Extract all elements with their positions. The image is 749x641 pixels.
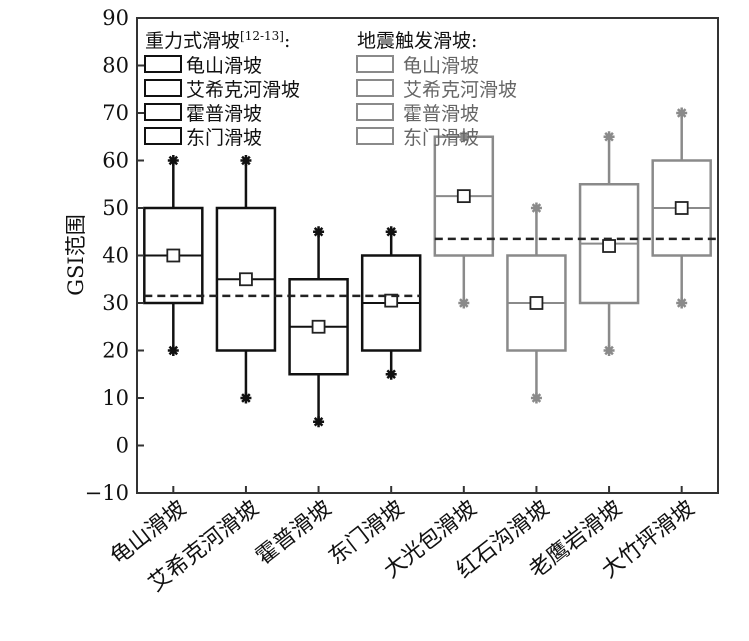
legend-label: 龟山滑坡 <box>403 55 479 77</box>
y-tick-label: 20 <box>102 339 129 363</box>
legend-label: 艾希克河滑坡 <box>186 79 300 101</box>
y-tick-label: 10 <box>102 386 129 410</box>
extreme-marker-icon <box>313 226 325 238</box>
mean-marker <box>239 272 253 287</box>
mean-marker <box>529 296 544 310</box>
legend-swatch <box>144 127 182 145</box>
extreme-marker-icon <box>240 155 252 166</box>
legend-swatch <box>144 103 182 121</box>
mean-marker <box>456 189 471 204</box>
y-tick-label: 40 <box>102 244 129 268</box>
extreme-marker-icon <box>385 368 397 380</box>
extreme-marker-icon <box>458 297 470 309</box>
box-1 <box>143 155 204 356</box>
mean-marker <box>384 293 399 308</box>
box-8 <box>651 107 712 309</box>
legend-label: 霍普滑坡 <box>186 103 262 125</box>
y-tick-label: 80 <box>102 54 129 78</box>
extreme-marker-icon <box>530 202 542 214</box>
legend-label: 东门滑坡 <box>186 127 262 149</box>
y-tick-label: 60 <box>102 149 129 173</box>
extreme-marker-icon <box>676 107 688 119</box>
extreme-marker-icon <box>240 392 252 404</box>
box-6 <box>506 202 567 404</box>
y-tick-label: 0 <box>116 434 129 458</box>
extreme-marker-icon <box>385 226 397 238</box>
extreme-marker-icon <box>313 416 325 428</box>
legend-swatch <box>356 103 394 121</box>
legend-ref: [12-13] <box>240 29 284 43</box>
box-2 <box>215 155 277 404</box>
mean-marker <box>311 319 326 334</box>
box-5 <box>433 131 495 309</box>
extreme-marker-icon <box>167 345 179 356</box>
legend-title-2: 地震触发滑坡: <box>357 30 477 52</box>
mean-marker <box>674 201 689 215</box>
legend: 重力式滑坡[12-13]:龟山滑坡艾希克河滑坡霍普滑坡东门滑坡地震触发滑坡:龟山… <box>144 29 517 149</box>
legend-label: 东门滑坡 <box>403 127 479 149</box>
mean-marker <box>602 239 616 253</box>
y-tick-label: −10 <box>85 481 129 505</box>
legend-title-1: 重力式滑坡[12-13]: <box>145 29 290 52</box>
legend-label: 霍普滑坡 <box>403 103 479 125</box>
y-tick-label: 30 <box>102 291 129 315</box>
legend-swatch <box>356 127 394 145</box>
legend-swatch <box>144 79 182 97</box>
legend-label: 艾希克河滑坡 <box>403 79 517 101</box>
y-axis-label: GSI范围 <box>64 214 88 295</box>
legend-label: 龟山滑坡 <box>186 55 262 77</box>
extreme-marker-icon <box>603 345 615 356</box>
box-4 <box>360 226 422 380</box>
legend-swatch <box>144 55 182 73</box>
legend-swatch <box>356 55 394 73</box>
mean-marker <box>166 248 181 263</box>
box-7 <box>578 131 640 356</box>
y-tick-label: 90 <box>102 6 129 30</box>
y-tick-label: 70 <box>102 101 129 125</box>
extreme-marker-icon <box>676 297 688 309</box>
y-tick-label: 50 <box>102 196 129 220</box>
extreme-marker-icon <box>530 392 542 404</box>
x-tick-label: 霍普滑坡 <box>252 496 337 570</box>
extreme-marker-icon <box>167 155 179 166</box>
box-3 <box>288 226 349 428</box>
extreme-marker-icon <box>458 131 470 143</box>
legend-swatch <box>356 79 394 97</box>
legend-suffix: : <box>284 30 290 52</box>
extreme-marker-icon <box>603 131 615 143</box>
